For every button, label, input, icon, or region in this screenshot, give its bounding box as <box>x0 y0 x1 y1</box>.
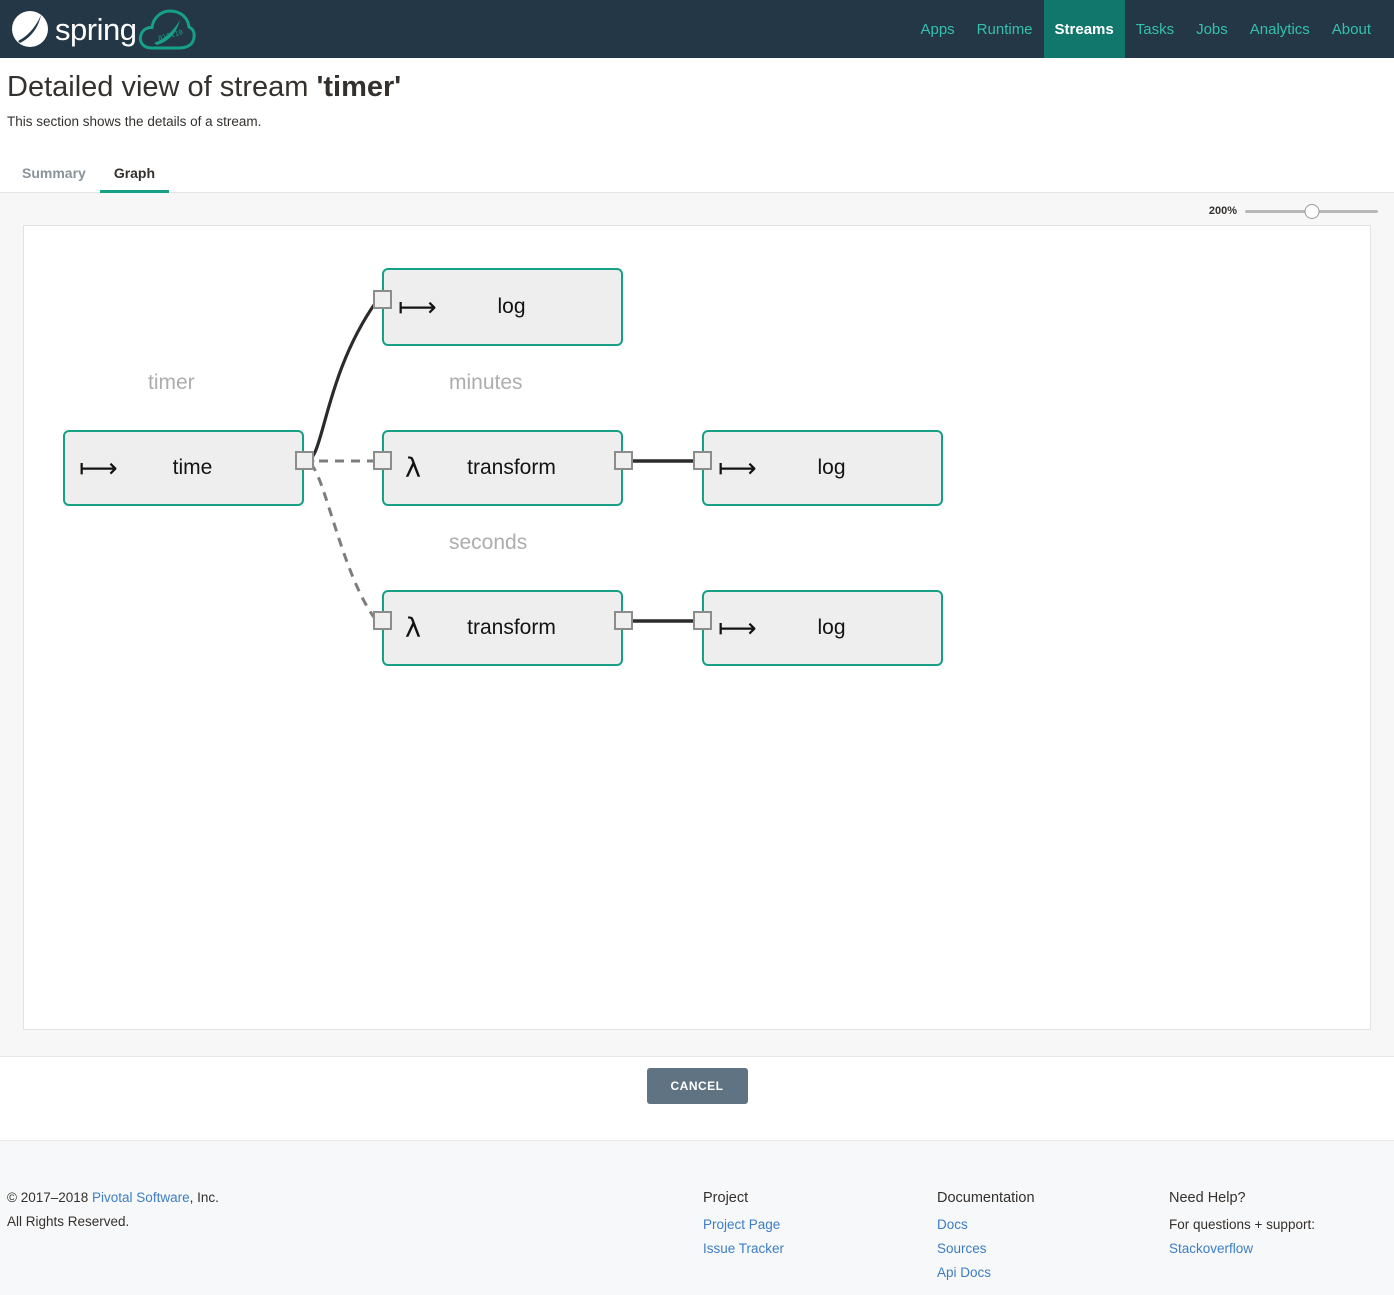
footer-heading-need-help: Need Help? <box>1169 1190 1246 1206</box>
footer-column-need-help: Need Help? For questions + support: Stac… <box>1169 1186 1315 1261</box>
footer-link-api-docs[interactable]: Api Docs <box>937 1264 992 1280</box>
graph-panel: 200% timer minutes seconds <box>0 193 1394 1057</box>
svg-text:010110: 010110 <box>158 28 185 43</box>
nav-link-jobs[interactable]: Jobs <box>1196 20 1228 38</box>
footer-link-project-page[interactable]: Project Page <box>703 1217 781 1233</box>
source-arrow-icon: ⟼ <box>79 452 118 484</box>
footer-link-issue-tracker[interactable]: Issue Tracker <box>703 1241 785 1256</box>
zoom-slider-thumb[interactable] <box>1304 203 1319 219</box>
tab-graph[interactable]: Graph <box>99 165 170 193</box>
group-label-timer: timer <box>148 371 195 394</box>
node-time[interactable]: ⟼ time <box>63 430 304 506</box>
nav-link-analytics[interactable]: Analytics <box>1249 20 1310 38</box>
node-transform-minutes-label: transform <box>467 456 556 479</box>
sink-arrow-icon: ⟼ <box>718 612 757 644</box>
node-log-seconds-label: log <box>817 616 846 639</box>
port-transform-minutes-input[interactable] <box>373 451 392 470</box>
nav-link-runtime[interactable]: Runtime <box>976 20 1033 38</box>
node-log-minutes[interactable]: ⟼ log <box>702 430 943 506</box>
zoom-level-label: 200% <box>1208 205 1237 217</box>
footer-link-sources[interactable]: Sources <box>937 1241 987 1256</box>
sink-arrow-icon: ⟼ <box>398 291 437 323</box>
port-log-minutes-input[interactable] <box>693 451 712 470</box>
node-transform-minutes[interactable]: λ transform <box>382 430 623 506</box>
lambda-icon: λ <box>405 612 421 644</box>
footer-column-project: Project Project Page Issue Tracker <box>703 1186 784 1261</box>
node-transform-seconds-label: transform <box>467 616 556 639</box>
footer-heading-project: Project <box>703 1190 749 1206</box>
port-time-output[interactable] <box>295 451 314 470</box>
edge-time-to-transform-seconds <box>308 462 378 621</box>
node-log-minutes-label: log <box>817 456 846 479</box>
nav-link-about[interactable]: About <box>1331 20 1371 38</box>
node-log-seconds[interactable]: ⟼ log <box>702 590 943 666</box>
tab-summary[interactable]: Summary <box>22 165 86 181</box>
tab-bar: Summary Graph <box>0 160 1394 193</box>
port-transform-seconds-output[interactable] <box>614 611 633 630</box>
zoom-control: 200% <box>1208 203 1378 219</box>
footer-link-stackoverflow[interactable]: Stackoverflow <box>1169 1241 1254 1256</box>
group-label-minutes: minutes <box>449 371 523 394</box>
copyright-suffix: , Inc. <box>189 1190 219 1205</box>
lambda-icon: λ <box>405 452 421 484</box>
node-log-top[interactable]: ⟼ log <box>382 268 623 346</box>
footer-column-documentation: Documentation Docs Sources Api Docs <box>937 1186 1035 1284</box>
spring-leaf-icon <box>8 7 52 51</box>
node-log-top-label: log <box>497 295 526 318</box>
port-log-seconds-input[interactable] <box>693 611 712 630</box>
port-transform-seconds-input[interactable] <box>373 611 392 630</box>
zoom-slider[interactable] <box>1245 203 1378 219</box>
group-label-seconds: seconds <box>449 531 528 554</box>
graph-edges <box>288 300 702 623</box>
port-log-top-input[interactable] <box>373 290 392 309</box>
port-transform-minutes-output[interactable] <box>614 451 633 470</box>
sink-arrow-icon: ⟼ <box>718 452 757 484</box>
node-transform-seconds[interactable]: λ transform <box>382 590 623 666</box>
brand-wordmark: spring <box>55 11 137 47</box>
spring-logo[interactable]: spring 010110 <box>8 0 197 58</box>
footer-link-docs[interactable]: Docs <box>937 1217 968 1233</box>
main-nav: Apps Runtime Streams Tasks Jobs Analytic… <box>909 0 1394 58</box>
all-rights-reserved: All Rights Reserved. <box>7 1213 130 1229</box>
footer-copyright: © 2017–2018 Pivotal Software, Inc. All R… <box>7 1186 219 1233</box>
pivotal-software-link[interactable]: Pivotal Software <box>92 1190 190 1205</box>
action-bar: CANCEL <box>0 1068 1394 1104</box>
footer-heading-documentation: Documentation <box>937 1190 1035 1206</box>
graph-canvas[interactable]: timer minutes seconds ⟼ log ⟼ time λ tra… <box>23 225 1371 1030</box>
spring-cloud-icon: 010110 <box>138 8 197 50</box>
nav-link-apps[interactable]: Apps <box>920 20 955 38</box>
top-navbar: spring 010110 Apps Runtime Streams Tasks… <box>0 0 1394 58</box>
page-title: Detailed view of stream 'timer' <box>7 71 402 104</box>
cancel-button[interactable]: CANCEL <box>646 1068 748 1104</box>
nav-link-streams[interactable]: Streams <box>1043 0 1125 58</box>
node-time-label: time <box>172 456 213 479</box>
copyright-prefix: © 2017–2018 <box>7 1190 93 1205</box>
page-footer: © 2017–2018 Pivotal Software, Inc. All R… <box>0 1140 1394 1295</box>
page-title-prefix: Detailed view of stream <box>7 71 317 103</box>
nav-link-tasks[interactable]: Tasks <box>1135 20 1175 38</box>
footer-support-text: For questions + support: <box>1169 1217 1315 1233</box>
page-header: Detailed view of stream 'timer' This sec… <box>7 71 402 129</box>
page-subtitle: This section shows the details of a stre… <box>7 113 262 129</box>
edge-time-to-log-top <box>305 300 378 463</box>
page-title-stream-name: 'timer' <box>316 71 402 103</box>
